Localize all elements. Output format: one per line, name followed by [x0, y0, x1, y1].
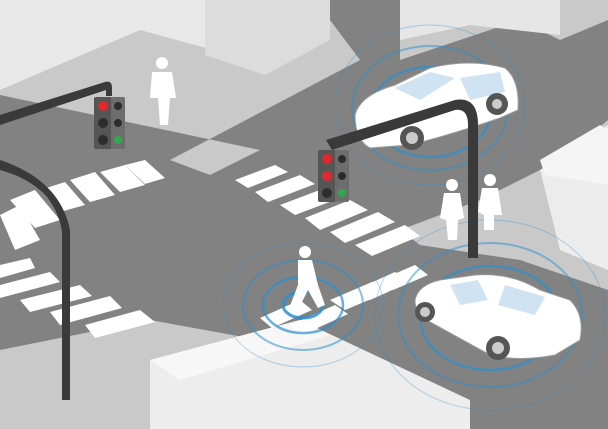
- car-bottom: [414, 274, 582, 360]
- top-left-block: [0, 0, 360, 175]
- pedestrian-right-1: [440, 179, 464, 240]
- traffic-light-right-arm: [326, 99, 478, 258]
- right-block: [400, 120, 608, 290]
- signal-yellow-light: [98, 118, 108, 128]
- traffic-light-left: [0, 81, 125, 400]
- crosswalk-left-top: [0, 160, 165, 250]
- signal-green-light: [322, 188, 332, 198]
- car-bottom-windshield: [498, 285, 545, 315]
- signal-green-light: [98, 135, 108, 145]
- car-top-side-window: [460, 72, 505, 100]
- car-top-windshield: [395, 72, 455, 100]
- traffic-light-left-pole: [0, 160, 70, 400]
- building-top-right: [400, 0, 560, 40]
- traffic-light-right: [318, 99, 478, 258]
- crosswalk-bottom-center: [260, 265, 428, 335]
- building-awning: [540, 125, 608, 185]
- pedestrian-top-left: [150, 57, 176, 125]
- building-top-center: [205, 0, 330, 75]
- traffic-light-left-arm: [0, 81, 112, 125]
- signal-red-light: [98, 101, 108, 111]
- pedestrian-crossing: [290, 246, 325, 310]
- top-right-block: [400, 0, 608, 60]
- building-top-left: [0, 0, 250, 90]
- building-bottom-roof: [150, 320, 330, 380]
- signal-red-light-2: [322, 171, 332, 181]
- pedestrian-right-2: [478, 174, 502, 230]
- signal-red-light: [322, 154, 332, 164]
- car-bottom-side-window: [450, 280, 488, 305]
- pedestrians: [150, 57, 502, 310]
